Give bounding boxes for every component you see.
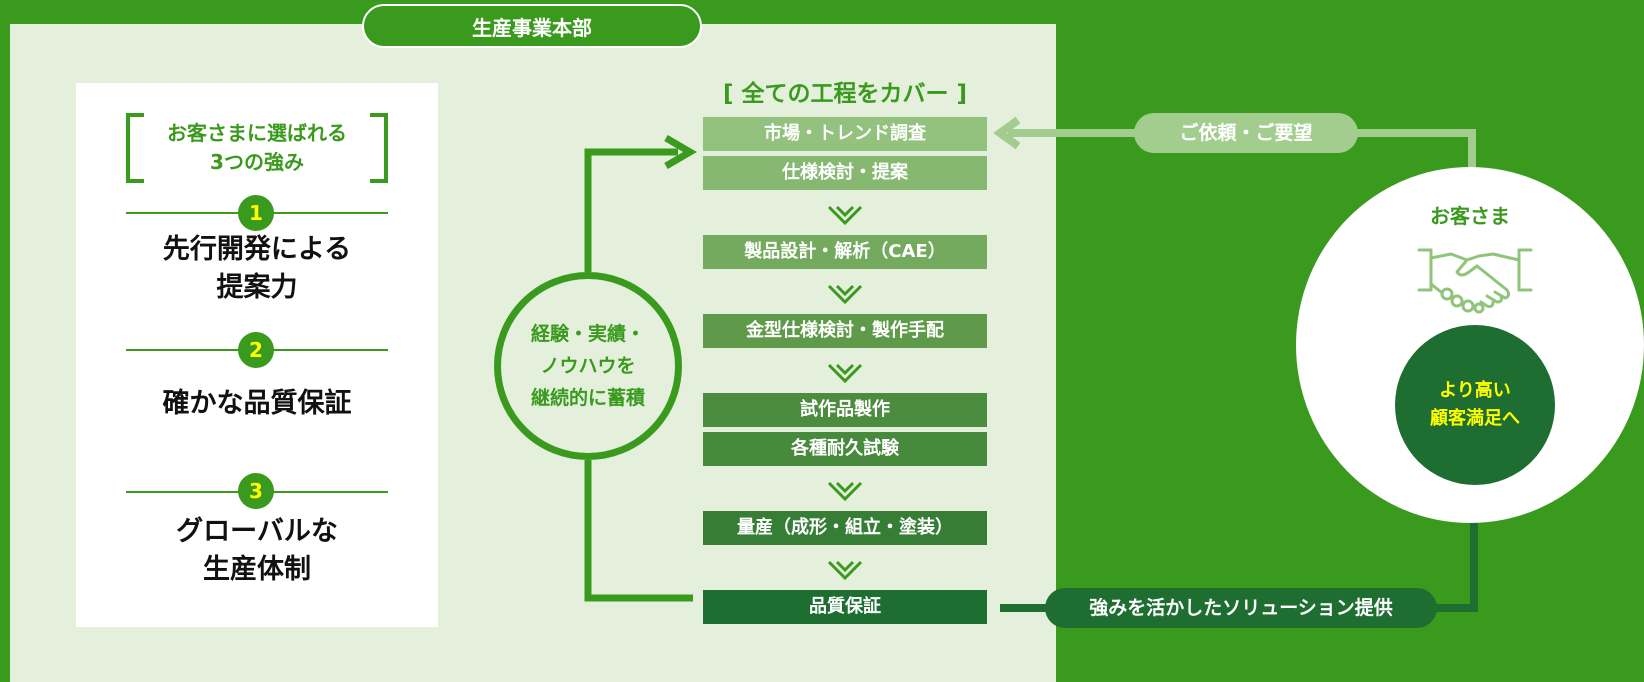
- strength-line: 生産体制: [203, 554, 311, 585]
- solution-pill: 強みを活かしたソリューション提供: [1045, 588, 1437, 628]
- request-pill: ご依頼・ご要望: [1134, 113, 1358, 153]
- process-step: 試作品製作: [703, 393, 987, 427]
- loop-arrowhead: [664, 134, 697, 170]
- strength-item-2: 確かな品質保証: [76, 385, 438, 423]
- number-badge-1: 1: [238, 195, 274, 231]
- satisfaction-line: 顧客満足へ: [1430, 408, 1520, 429]
- strength-item-3: グローバルな 生産体制: [76, 513, 438, 589]
- strength-line: グローバルな: [176, 516, 338, 547]
- process-step: 市場・トレンド調査: [703, 117, 987, 151]
- strengths-heading-line: お客さまに選ばれる: [167, 121, 347, 145]
- customer-label: お客さま: [1430, 204, 1510, 228]
- satisfaction-line: より高い: [1439, 380, 1511, 401]
- process-step: 金型仕様検討・製作手配: [703, 314, 987, 348]
- loop-bottom-line: [584, 460, 693, 602]
- strengths-heading-line: 3つの強み: [210, 150, 304, 174]
- cycle-line: 継続的に蓄積: [530, 387, 645, 409]
- process-title: [ 全ての工程をカバー ]: [722, 81, 968, 107]
- cycle-line: ノウハウを: [540, 355, 636, 377]
- number-badge-3: 3: [238, 473, 274, 509]
- chevron-down-icon: [827, 363, 863, 384]
- bracket-left: [126, 113, 144, 183]
- process-step: 品質保証: [703, 590, 987, 624]
- strength-line: 提案力: [216, 272, 298, 303]
- satisfaction-circle: より高い 顧客満足へ: [1395, 325, 1555, 485]
- chevron-down-icon: [827, 205, 863, 226]
- loop-top-line: [584, 148, 678, 272]
- chevron-down-icon: [827, 284, 863, 305]
- strength-line: 確かな品質保証: [162, 388, 352, 419]
- process-step: 量産（成形・組立・塗装）: [703, 511, 987, 545]
- bracket-right: [370, 113, 388, 183]
- strengths-card: お客さまに選ばれる 3つの強み 1 先行開発による 提案力 2 確かな品質保証 …: [76, 83, 438, 627]
- knowledge-cycle: 経験・実績・ ノウハウを 継続的に蓄積: [494, 272, 682, 460]
- strength-line: 先行開発による: [162, 234, 352, 265]
- process-step: 仕様検討・提案: [703, 156, 987, 190]
- process-step: 各種耐久試験: [703, 432, 987, 466]
- strength-item-1: 先行開発による 提案力: [76, 231, 438, 307]
- cycle-line: 経験・実績・: [530, 323, 645, 345]
- handshake-icon: [1417, 248, 1533, 314]
- chevron-down-icon: [827, 560, 863, 581]
- strengths-heading: お客さまに選ばれる 3つの強み: [136, 119, 378, 177]
- request-arrowhead: [993, 116, 1021, 150]
- chevron-down-icon: [827, 481, 863, 502]
- department-label: 生産事業本部: [362, 4, 702, 48]
- process-step: 製品設計・解析（CAE）: [703, 235, 987, 269]
- number-badge-2: 2: [238, 332, 274, 368]
